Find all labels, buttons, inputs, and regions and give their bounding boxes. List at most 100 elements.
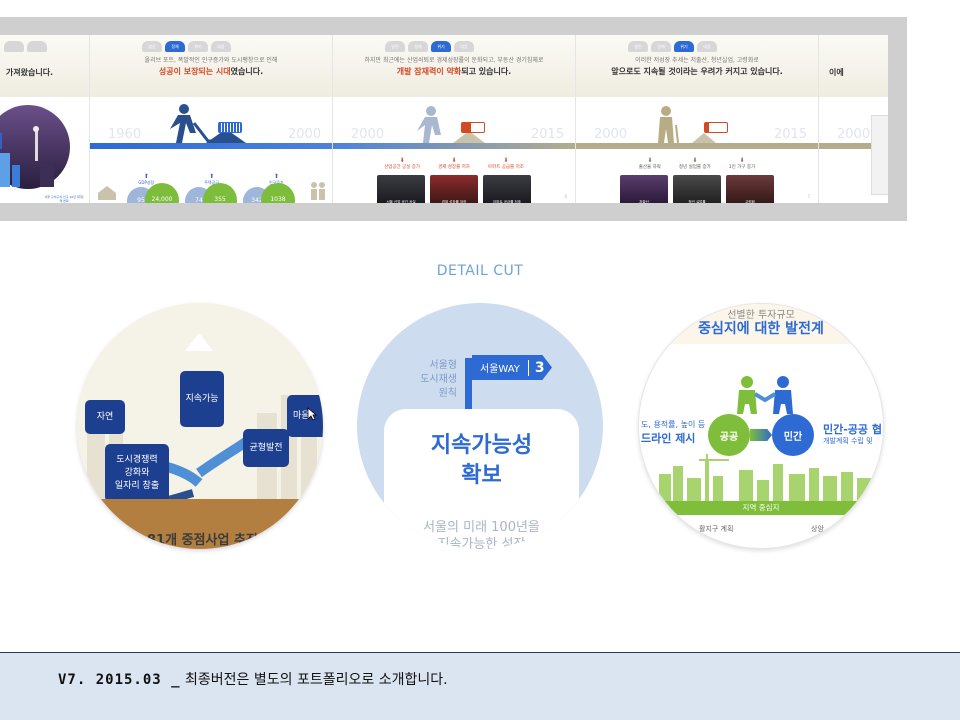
tab-dot-active[interactable]: 정체 (165, 41, 185, 52)
tab-dot[interactable]: 발전 (142, 41, 162, 52)
page-number: 5 (321, 194, 324, 199)
principle-label: 서울형 도시재생 원칙 (420, 360, 457, 399)
private-circle: 민간 (772, 414, 814, 456)
year-end: 2015 (774, 127, 808, 142)
photo-card[interactable]: 서울 산업 공간 공실 (377, 175, 425, 203)
ground-band (77, 499, 323, 549)
detail-circle-tree: 자연 지속가능 도시경쟁력 강화와 일자리 창출 균형발전 마을 81개 중점사… (77, 303, 323, 549)
node-nature: 자연 (85, 400, 125, 434)
node-sustainable: 지속가능 (180, 371, 224, 427)
year-end: 2000 (288, 127, 322, 142)
sign-pole (465, 358, 472, 418)
old-man-cane-icon (658, 106, 716, 144)
tab-dot[interactable]: 발전 (628, 41, 648, 52)
version-caption: V7. 2015.03 _ 최종버전은 별도의 포트폴리오로 소개합니다. (58, 669, 448, 689)
timeline-bar (90, 143, 332, 149)
tab-dot-active[interactable]: 위기 (674, 41, 694, 52)
right-note: 개발계획 수립 및 (823, 437, 873, 445)
slide-tabs: 발전 정체 위기 대응 (385, 41, 474, 52)
seoul-way-sign: 서울WAY 3 (472, 355, 552, 380)
tab-dot[interactable]: 정체 (651, 41, 671, 52)
decline-tags: ⬇산업공간 공실 증가 ⬇경제 성장률 저하 ⬇아파트 공급률 저조 (384, 157, 524, 170)
slide-tabs: 발전 정체 위기 대응 (142, 41, 231, 52)
slide-subtitle: 하지만 최근에는 산업쇠퇴로 경제성장률이 둔화되고, 부동산 경기침체로 (364, 57, 544, 64)
tab-dot-active[interactable]: 위기 (431, 41, 451, 52)
photo-card[interactable]: 아파트 공급률 저조 (483, 175, 531, 203)
battery-low-icon (704, 122, 728, 133)
year-end: 2015 (531, 127, 565, 142)
detail-cut-heading: DETAIL CUT (436, 263, 524, 279)
slide-panel-8[interactable]: 이에 2000 (819, 35, 888, 203)
battery-half-icon (461, 122, 485, 133)
principle-subtitle: 서울의 미래 100년을 지속가능한 성장 (423, 520, 540, 549)
version-label: V7. 2015.03 _ (58, 672, 181, 688)
right-title: 민간-공공 협 (823, 423, 882, 436)
slide-text: 가져왔습니다. (5, 68, 54, 77)
photo-card[interactable]: 청년 실업률 (673, 175, 721, 203)
slide-subtitle: 이러한 저성장 추세는 저출산, 청년실업, 고령화로 (635, 57, 759, 64)
slide-panel-5[interactable]: 발전 정체 위기 대응 올리브 포트, 폭발적인 인구증가와 도시팽창으로 인해… (90, 35, 333, 203)
slide-panel-7[interactable]: 발전 정체 위기 대응 이러한 저성장 추세는 저출산, 청년실업, 고령화로 … (576, 35, 819, 203)
photo-caption: 서울 구석구석 인구 20년 대 정책 변화 (44, 195, 84, 203)
photo-card[interactable]: 고령화 (726, 175, 774, 203)
tab-dot[interactable]: 정체 (408, 41, 428, 52)
footer-label-left: 활지구 계획 (699, 525, 734, 533)
arrow-icon (750, 429, 772, 441)
tab-dot[interactable]: 대응 (697, 41, 717, 52)
photo-row: 서울 산업 공간 공실 경제 성장률 저하 아파트 공급률 저조 (333, 175, 575, 203)
detail-circle-signpost: 서울형 도시재생 원칙 서울WAY 3 지속가능성 확보 서울의 미래 100년… (357, 303, 603, 549)
section-header (639, 304, 883, 344)
node-balanced: 균형발전 (243, 429, 289, 467)
photo-card[interactable]: 경제 성장률 저하 (430, 175, 478, 203)
side-menu-panel (871, 115, 888, 195)
family-icon (311, 182, 325, 200)
green-city-skyline (659, 454, 871, 502)
footer-label-right: 상암 (811, 525, 824, 533)
left-title: 드라인 제시 (641, 432, 696, 445)
tab-dot[interactable]: 대응 (454, 41, 474, 52)
caption-text: 최종버전은 별도의 포트폴리오로 소개합니다. (180, 672, 448, 688)
handshake-people-icon (737, 376, 793, 414)
photo-card[interactable]: 저출산 (620, 175, 668, 203)
tab-dot[interactable]: 발전 (385, 41, 405, 52)
year-start: 2000 (594, 127, 628, 142)
year-start: 1960 (108, 127, 142, 142)
slide-strip-viewport: 가져왔습니다. 서울 구석구석 인구 20년 대 정책 변화 4 발전 정체 (0, 35, 888, 203)
house-icon (98, 186, 116, 200)
tired-worker-icon (417, 106, 485, 143)
header-title: 중심지에 대한 발전계 (698, 321, 824, 337)
principle-title: 지속가능성 확보 (430, 433, 533, 488)
slide-title: 이에 (829, 68, 844, 77)
photo-row: 저출산 청년 실업률 고령화 (576, 175, 818, 203)
year-start: 2000 (837, 127, 871, 142)
slide-tabs (4, 41, 47, 52)
caption-bar: V7. 2015.03 _ 최종버전은 별도의 포트폴리오로 소개합니다. (0, 652, 960, 720)
regional-center-band: 지역 중심지 (639, 501, 883, 515)
slide-tabs: 발전 정체 위기 대응 (628, 41, 717, 52)
mouse-cursor-icon (307, 407, 317, 421)
tab-dot[interactable]: 위기 (188, 41, 208, 52)
left-note: 도, 용적률, 높이 등 (641, 420, 706, 429)
principle-card: 지속가능성 확보 서울의 미래 100년을 지속가능한 성장 (384, 409, 579, 549)
slide-strip: 가져왔습니다. 서울 구석구석 인구 20년 대 정책 변화 4 발전 정체 (0, 17, 907, 221)
worker-digging-icon (170, 104, 246, 143)
decline-tags: ⬇출산율 하락 ⬇청년 실업률 증가 ⬇1인 가구 증가 (638, 157, 756, 170)
node-village: 마을 (287, 395, 323, 437)
year-start: 2000 (351, 127, 385, 142)
detail-circle-partnership: 선별한 투자규모 중심지에 대한 발전계 도, 용적률, 높이 등 드라인 제시… (638, 303, 884, 549)
page-number: 6 (564, 194, 567, 199)
growth-labels: ⬆GDP성장 ⬆주택공급 ⬆인구증가 (138, 173, 283, 185)
battery-full-icon (218, 122, 242, 133)
seoul-night-photo (0, 105, 70, 189)
slide-title: 성공이 보장되는 시대였습니다. (158, 67, 264, 76)
slide-panel-6[interactable]: 발전 정체 위기 대응 하지만 최근에는 산업쇠퇴로 경제성장률이 둔화되고, … (333, 35, 576, 203)
page-number: 7 (807, 194, 810, 199)
slide-panel-4[interactable]: 가져왔습니다. 서울 구석구석 인구 20년 대 정책 변화 4 (0, 35, 90, 203)
tab-dot[interactable]: 대응 (211, 41, 231, 52)
slide-title: 앞으로도 지속될 것이라는 우려가 커지고 있습니다. (611, 67, 783, 76)
slide-subtitle: 올리브 포트, 폭발적인 인구증가와 도시팽창으로 인해 (144, 57, 278, 64)
